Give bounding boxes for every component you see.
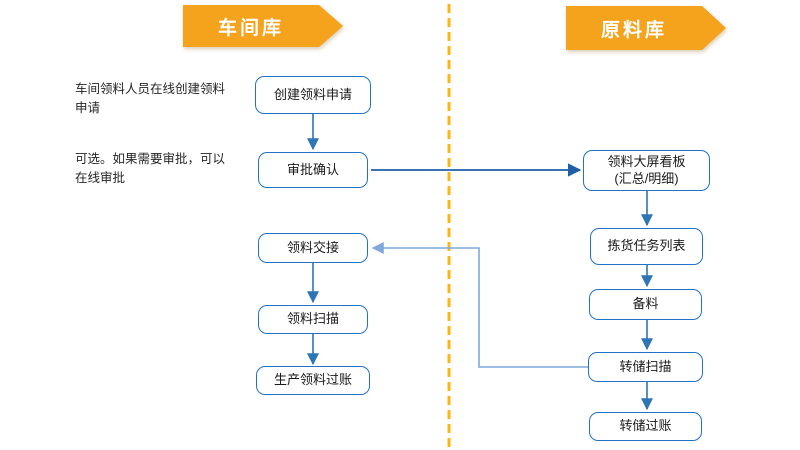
node-material-prep: 备料 — [589, 289, 702, 320]
workshop-banner-shape: 车间库 — [183, 5, 343, 47]
node-material-prep-label: 备料 — [632, 296, 659, 312]
node-material-handover: 领料交接 — [258, 233, 368, 263]
node-transfer-posting-label: 转储过账 — [619, 418, 672, 434]
raw-material-banner-label: 原料库 — [600, 19, 667, 41]
node-transfer-posting: 转储过账 — [589, 412, 702, 441]
swimlane-banner-raw-material: 原料库 — [566, 6, 726, 50]
workshop-banner-label: 车间库 — [217, 17, 284, 39]
node-dashboard-sublabel: (汇总/明细) — [614, 170, 679, 186]
node-material-scan: 领料扫描 — [258, 305, 368, 334]
node-dashboard-label: 领料大屏看板 — [607, 154, 686, 170]
node-create-request: 创建领料申请 — [255, 76, 371, 114]
node-picking-list-label: 拣货任务列表 — [607, 238, 686, 254]
node-material-handover-label: 领料交接 — [286, 239, 339, 255]
node-transfer-scan-label: 转储扫描 — [619, 358, 672, 374]
node-dashboard: 领料大屏看板 (汇总/明细) — [583, 150, 710, 191]
node-material-scan-label: 领料扫描 — [286, 311, 339, 327]
node-create-request-label: 创建领料申请 — [273, 86, 352, 102]
node-picking-list: 拣货任务列表 — [590, 228, 703, 265]
node-transfer-scan: 转储扫描 — [588, 352, 703, 382]
swimlane-banner-workshop: 车间库 — [183, 5, 343, 47]
arrow-transferscan-to-handover — [371, 242, 588, 368]
node-production-posting: 生产领料过账 — [256, 366, 370, 395]
node-approval-confirm: 审批确认 — [258, 152, 368, 188]
node-approval-confirm-label: 审批确认 — [286, 161, 339, 177]
note-optional-approval: 可选。如果需要审批，可以在线审批 — [75, 152, 226, 186]
note-create-request: 车间领料人员在线创建领料申请 — [75, 82, 226, 116]
node-production-posting-label: 生产领料过账 — [273, 372, 352, 388]
raw-material-banner-shape: 原料库 — [566, 6, 726, 50]
